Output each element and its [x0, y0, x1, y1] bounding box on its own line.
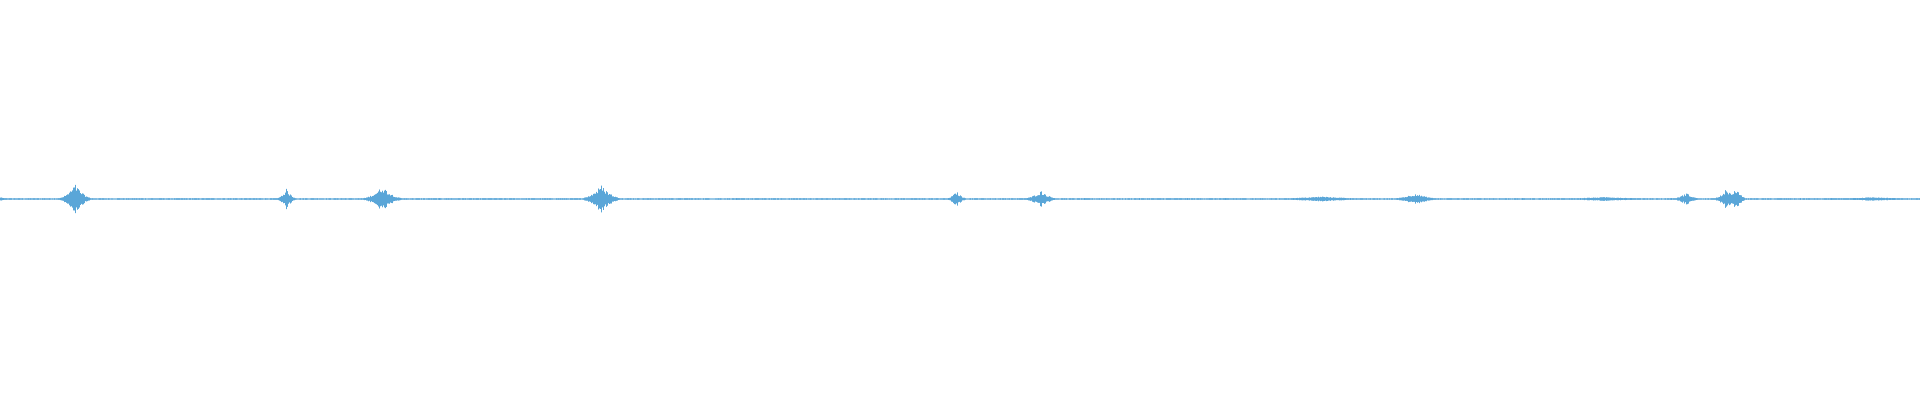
- waveform-path: [0, 184, 1920, 214]
- waveform-path-group: [0, 184, 1920, 214]
